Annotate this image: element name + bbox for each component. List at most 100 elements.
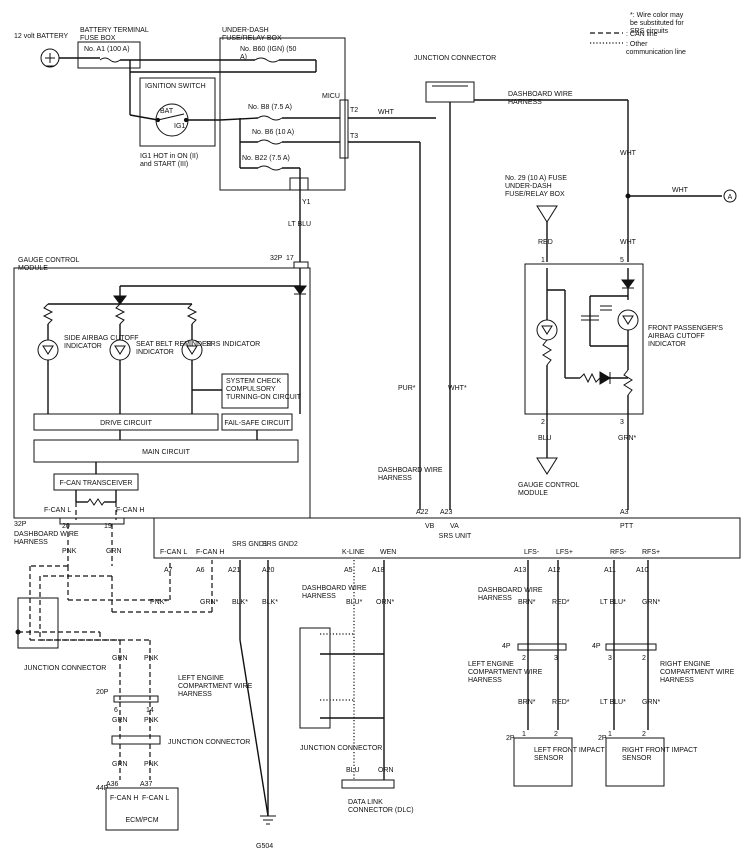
wire-pnk-star: PNK* [150,599,167,606]
cutoff-indicator-box [524,263,644,415]
gauge-fcan-l: F-CAN L [44,507,71,514]
srs-rfs-plus: RFS+ [642,549,660,556]
srs-a23: A23 [440,509,453,516]
wire-blu-1: BLU [538,435,552,442]
fuse-a1-symbol [99,57,121,63]
wire-blu-star: BLU* [346,599,363,606]
legend-can-label: : CAN line [626,31,658,38]
wire-pnk-1: PNK [62,548,77,555]
dlc-connector [341,779,395,789]
srs-lfs-plus: LFS+ [556,549,573,556]
gauge-pin19: 19 [104,523,112,530]
battery-fuse-box [77,41,141,69]
fcan-transceiver-label: F-CAN TRANSCEIVER [60,480,133,487]
connector-a-label: A [728,194,733,201]
wire-grn-star-2: GRN* [200,599,219,606]
wire-red-star-2: RED* [552,699,570,706]
srs-a21: A21 [228,567,241,574]
right-wht-run: WHT WHT A WHT [620,100,737,262]
main-circuit-label: MAIN CIRCUIT [142,449,191,456]
pin-ls-2: 2 [554,731,558,738]
wire-grn-star-4: GRN* [642,699,661,706]
pin-a37: A37 [140,781,153,788]
junction-top-label: JUNCTION CONNECTOR [414,55,496,62]
wire-wht-3: WHT [672,187,689,194]
wire-brn-star-1: BRN* [518,599,536,606]
conn-4p-left: 4P [502,643,511,650]
conn-44p: 44P [96,785,109,792]
srs-va: VA [450,523,459,530]
t3-label: T3 [350,133,358,140]
srs-ptt: PTT [620,523,634,530]
drive-circuit-box [33,413,219,431]
wire-grn-2: GRN [112,655,128,662]
wire-wht-2: WHT [620,150,637,157]
right-impact-sensor-box [605,737,665,787]
fuse-b6-label: No. B6 (10 A) [252,129,294,136]
ignition-switch-box [139,77,216,147]
srs-a6: A6 [196,567,205,574]
ground-wires: BLK* BLK* G504 [232,560,278,850]
ecm-fcanh: F-CAN H [110,795,138,802]
failsafe-label: FAIL-SAFE CIRCUIT [224,420,290,427]
ign-ig1-label: IG1 [174,123,185,130]
junction-left2-label: JUNCTION CONNECTOR [168,739,250,746]
conn-2p-right: 2P [598,735,607,742]
wire-pur: PUR* [398,385,416,392]
wire-wht-star: WHT* [448,385,467,392]
ignition-switch-title: IGNITION SWITCH [145,83,206,90]
ecm-pcm-box [105,787,179,831]
gauge-32p-top: 32P [270,255,283,262]
wire-wht-1: WHT [378,109,395,116]
battery-label: 12 volt BATTERY [14,33,69,40]
ignition-switch: IGNITION SWITCH BAT IG1 IG1 HOT in ON (I… [129,77,220,168]
srs-a3: A3 [620,509,629,516]
srs-a13: A13 [514,567,527,574]
pin-left-2: 2 [522,655,526,662]
underdash-box-frame [219,37,346,191]
srs-kline: K-LINE [342,549,365,556]
system-check-box [221,373,289,409]
junction-left-box [17,597,59,649]
underdash-fuses: No. B8 (7.5 A) No. B6 (10 A) No. B22 (7.… [219,93,358,206]
wire-brn-star-2: BRN* [518,699,536,706]
cutoff-pin3: 3 [620,419,624,426]
srs-gnd2: SRS GND2 [262,541,298,548]
pin-ls-1: 1 [522,731,526,738]
gauge-pin20: 20 [62,523,70,530]
cutoff-pin5: 5 [620,257,624,264]
gauge-32p-bottom: 32P [14,521,27,528]
left-impact-sensor-box [513,737,573,787]
conn-2p-left: 2P [506,735,515,742]
wire-pnk-4: PNK [144,761,159,768]
lt-blu-wire: LT BLU 32P 17 [270,190,311,269]
wire-orn-star: ORN* [376,599,395,606]
wire-blk-star-2: BLK* [262,599,278,606]
wire-pnk-3: PNK [144,717,159,724]
srs-a22: A22 [416,509,429,516]
srs-unit: SRS UNIT A22 A23 A3 VB VA PTT F-CAN L F-… [153,509,741,574]
cutoff-pin2: 2 [541,419,545,426]
ign-bat-label: BAT [160,108,174,115]
